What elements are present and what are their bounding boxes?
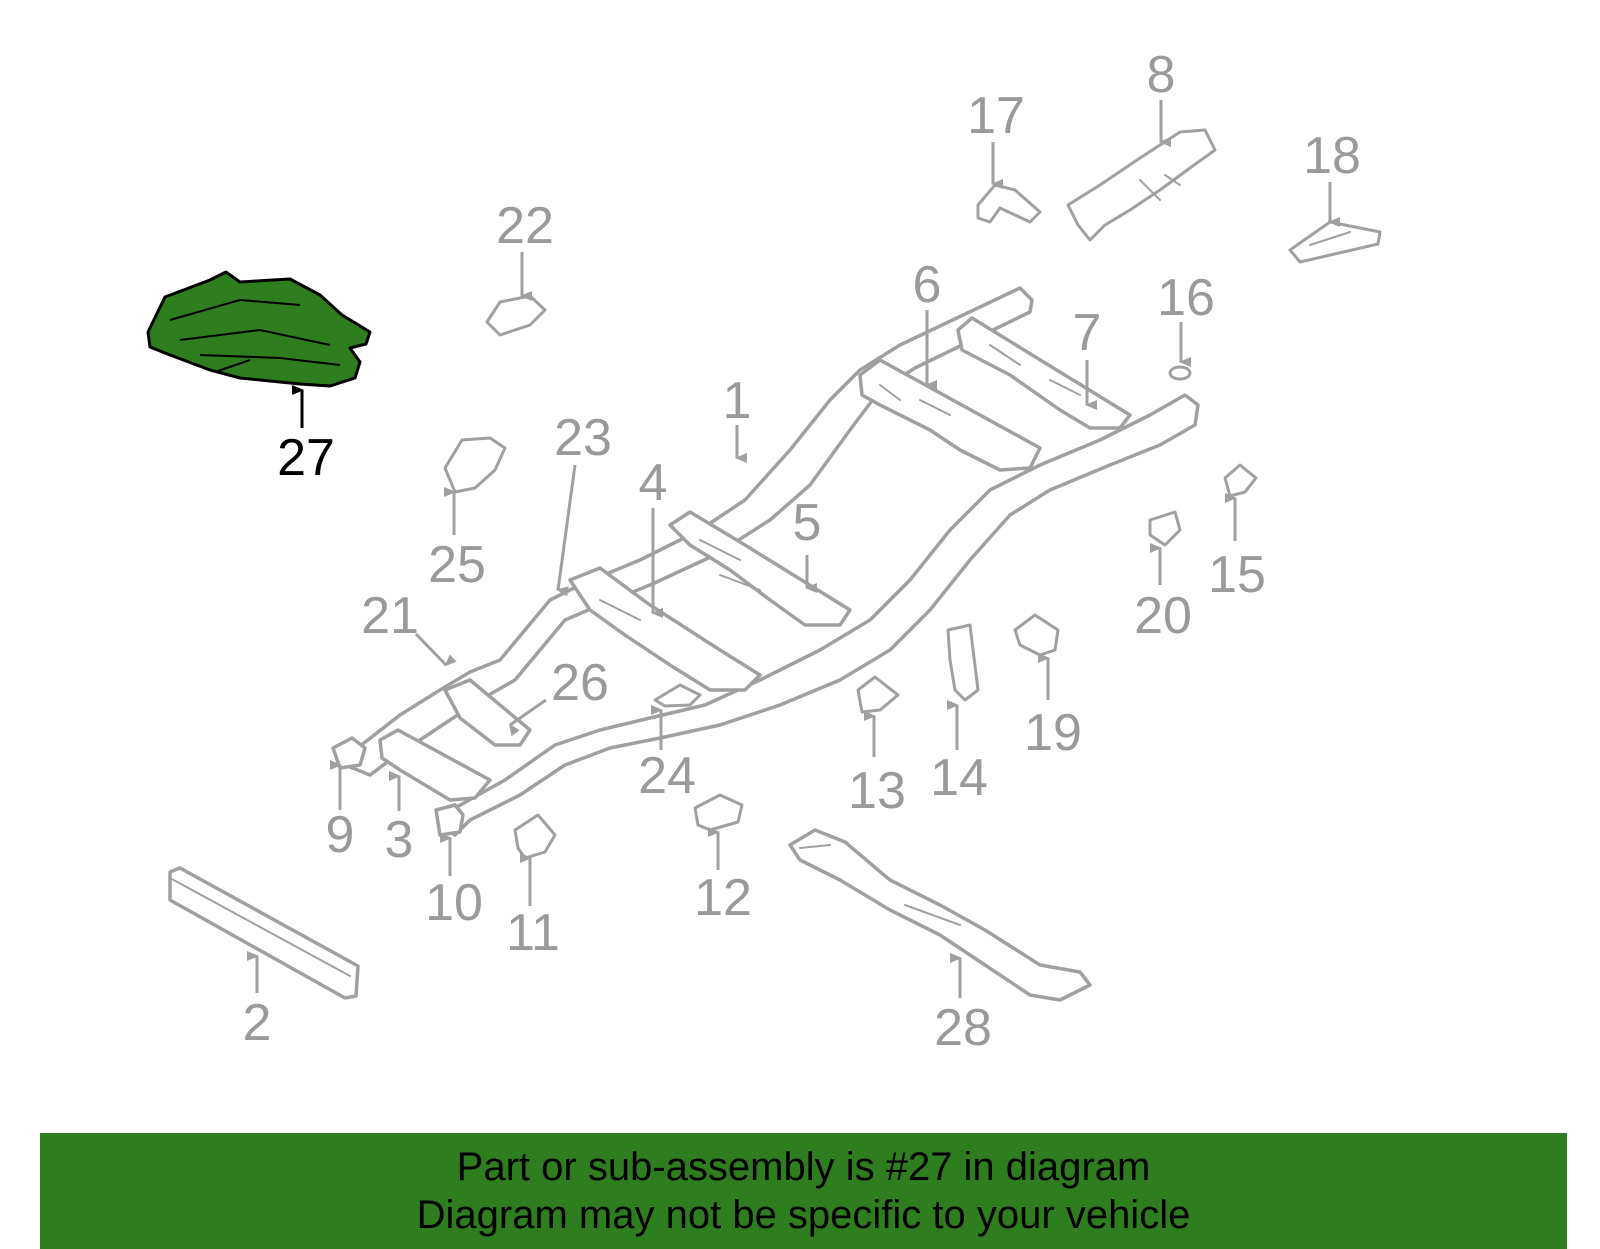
callout-16: 16: [1157, 269, 1215, 367]
svg-text:15: 15: [1208, 546, 1266, 604]
callout-26: 26: [508, 654, 609, 737]
callout-13: 13: [848, 711, 906, 820]
svg-text:8: 8: [1147, 46, 1176, 104]
callout-17: 17: [967, 87, 1025, 189]
svg-text:6: 6: [913, 256, 942, 314]
svg-text:4: 4: [639, 454, 668, 512]
callout-25: 25: [428, 487, 486, 594]
part-14[interactable]: [946, 623, 980, 702]
banner-line-1: Part or sub-assembly is #27 in diagram: [456, 1145, 1151, 1189]
part-13[interactable]: [856, 675, 900, 714]
part-25[interactable]: [443, 436, 507, 494]
svg-text:9: 9: [326, 806, 355, 864]
svg-text:21: 21: [361, 587, 419, 645]
callout-8: 8: [1147, 46, 1176, 147]
svg-text:23: 23: [554, 409, 612, 467]
callout-11: 11: [506, 853, 560, 962]
callout-14: 14: [930, 700, 988, 807]
svg-text:13: 13: [848, 762, 906, 820]
callout-15: 15: [1208, 493, 1266, 604]
callout-12: 12: [694, 827, 752, 927]
part-19[interactable]: [1013, 613, 1060, 657]
callout-1: 1: [723, 372, 752, 463]
svg-text:25: 25: [428, 536, 486, 594]
svg-text:18: 18: [1303, 127, 1361, 185]
frame-part-1[interactable]: [331, 286, 1200, 837]
svg-text:7: 7: [1073, 304, 1102, 362]
callout-20: 20: [1134, 543, 1192, 645]
svg-text:11: 11: [506, 904, 560, 962]
part-28[interactable]: [788, 828, 1092, 1002]
callout-4: 4: [639, 454, 668, 618]
part-8[interactable]: [1066, 128, 1217, 242]
svg-text:24: 24: [638, 747, 696, 805]
callout-27: 27: [277, 385, 335, 487]
svg-text:10: 10: [425, 874, 483, 932]
svg-text:22: 22: [496, 197, 554, 255]
svg-text:16: 16: [1157, 269, 1215, 327]
callout-6: 6: [913, 256, 942, 390]
banner-line-2: Diagram may not be specific to your vehi…: [416, 1193, 1191, 1237]
callout-21: 21: [361, 587, 457, 667]
part-24[interactable]: [653, 683, 702, 708]
svg-text:19: 19: [1024, 704, 1082, 762]
svg-text:5: 5: [793, 494, 822, 552]
svg-text:20: 20: [1134, 587, 1192, 645]
callout-10: 10: [425, 833, 483, 932]
callout-24: 24: [638, 705, 696, 805]
callout-7: 7: [1073, 304, 1102, 410]
svg-text:1: 1: [723, 372, 752, 430]
part-22[interactable]: [485, 294, 547, 337]
callout-18: 18: [1303, 127, 1361, 227]
callout-9: 9: [326, 760, 355, 864]
info-banner: Part or sub-assembly is #27 in diagram D…: [40, 1133, 1567, 1249]
callout-28: 28: [934, 953, 992, 1057]
callout-22: 22: [496, 197, 554, 301]
part-17[interactable]: [976, 183, 1042, 224]
svg-text:2: 2: [243, 994, 272, 1052]
part-11[interactable]: [513, 813, 557, 860]
svg-text:26: 26: [551, 654, 609, 712]
part-18[interactable]: [1288, 220, 1382, 264]
svg-text:17: 17: [967, 87, 1025, 145]
svg-text:3: 3: [385, 811, 414, 869]
callout-2: 2: [243, 951, 272, 1052]
part-16[interactable]: [1168, 365, 1192, 381]
callout-3: 3: [385, 771, 414, 869]
part-2[interactable]: [168, 866, 360, 1000]
svg-text:14: 14: [930, 749, 988, 807]
part-12[interactable]: [693, 793, 744, 832]
svg-text:28: 28: [934, 999, 992, 1057]
part-20[interactable]: [1148, 510, 1182, 547]
callout-23: 23: [554, 409, 612, 597]
part-27-highlighted[interactable]: [146, 270, 372, 388]
svg-text:12: 12: [694, 869, 752, 927]
part-15[interactable]: [1223, 463, 1258, 498]
callout-19: 19: [1024, 653, 1082, 762]
svg-text:27: 27: [277, 429, 335, 487]
callout-5: 5: [793, 494, 822, 593]
